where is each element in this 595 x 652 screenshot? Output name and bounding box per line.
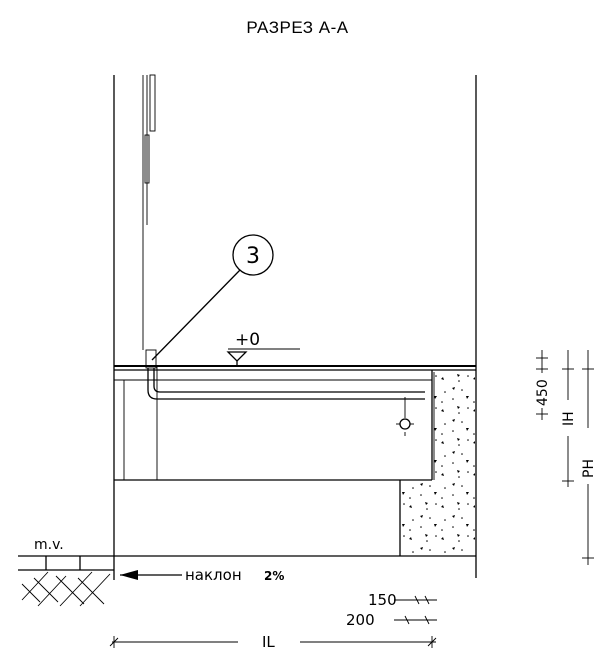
dimension-il: IL [109, 633, 437, 651]
wall-lines [113, 75, 477, 580]
ground-level: m.v. [18, 537, 114, 607]
slope-word: наклон [185, 566, 242, 584]
slope-arrow: наклон 2% [120, 566, 284, 584]
bottom-dimensions: 150 200 [346, 591, 437, 629]
concrete-fill [399, 372, 475, 556]
callout-number: 3 [246, 244, 260, 269]
drain-profile [145, 349, 425, 436]
dim-200: 200 [346, 611, 375, 629]
dim-150: 150 [368, 591, 397, 609]
section-title: РАЗРЕЗ А-А [246, 18, 349, 37]
right-dimensions: 450 IH PH [535, 350, 595, 565]
dim-ph: PH [581, 459, 595, 478]
dim-450: 450 [535, 379, 551, 406]
level-mark-label: +0 [235, 330, 260, 350]
level-marker: +0 [226, 330, 300, 366]
window-frame [142, 74, 156, 350]
dim-il: IL [262, 633, 275, 651]
dim-ih: IH [561, 411, 577, 426]
slope-value: 2% [264, 569, 284, 583]
callout-3: 3 [151, 234, 274, 361]
ground-label: m.v. [34, 537, 64, 553]
